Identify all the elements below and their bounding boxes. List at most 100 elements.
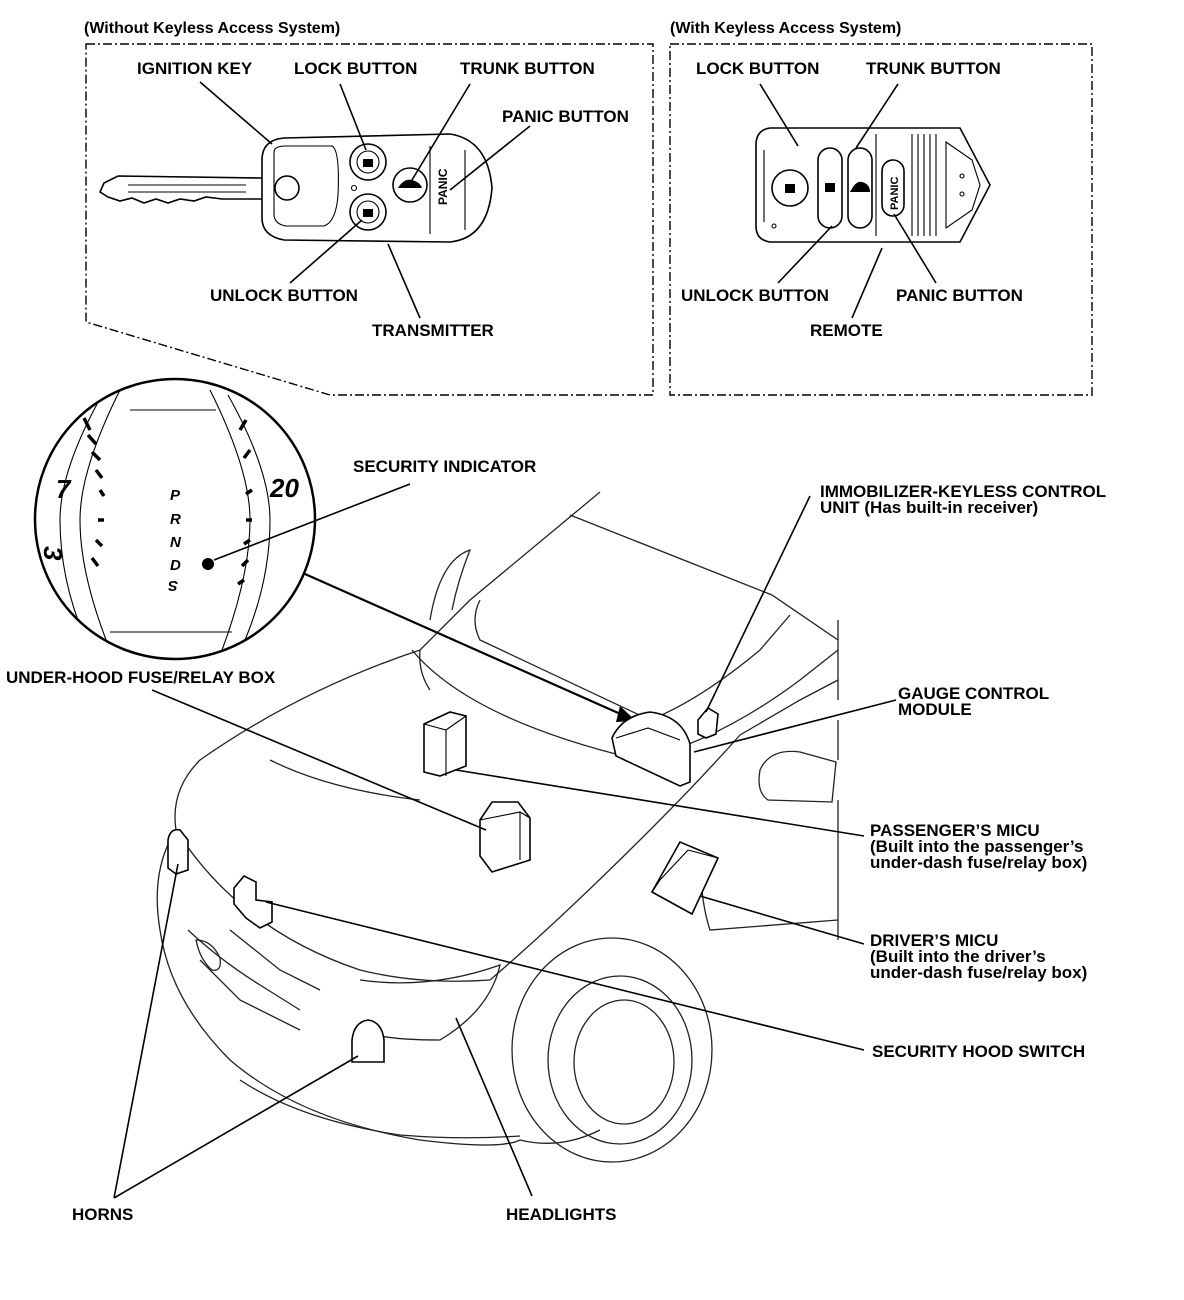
gauge-closeup: 7 3 20 P R N D S — [33, 377, 636, 722]
unlock-icon — [363, 209, 373, 217]
component-labels: SECURITY INDICATOR IMMOBILIZER-KEYLESS C… — [6, 457, 1106, 1224]
front-bumper — [156, 829, 521, 1146]
panel-without-keyless: (Without Keyless Access System) PANIC IG… — [84, 20, 654, 396]
component-boxes — [167, 706, 720, 1063]
label-remote-panic-button: PANIC BUTTON — [896, 286, 1023, 305]
leader-driver-micu — [699, 895, 865, 945]
label-fob-panic-button: PANIC BUTTON — [502, 107, 629, 126]
leader-remote-trunk — [855, 83, 899, 149]
left-dial-ticks — [82, 417, 106, 568]
remote-body — [755, 127, 991, 243]
gear-r: R — [170, 511, 181, 528]
leader-immobilizer — [705, 495, 811, 713]
beltline — [739, 679, 839, 736]
label-passenger-line1: PASSENGER’S MICU — [870, 821, 1040, 840]
remote-tip — [945, 140, 981, 230]
label-driver-line2: (Built into the driver’s — [870, 947, 1046, 966]
remote-tip-dot — [959, 173, 965, 179]
remote-led — [771, 223, 777, 229]
label-security-indicator: SECURITY INDICATOR — [353, 457, 536, 476]
leader-horn-left — [113, 863, 179, 1199]
label-ignition-key: IGNITION KEY — [137, 59, 253, 78]
leader-fob-lock — [339, 83, 367, 151]
remote-lock-button[interactable] — [771, 169, 809, 207]
remote-trunk-button[interactable] — [847, 147, 873, 229]
label-immobilizer-line1: IMMOBILIZER-KEYLESS CONTROL — [820, 482, 1106, 501]
gauge-control-module-body — [611, 711, 691, 787]
panel-without-border — [85, 43, 654, 396]
leader-gauge-control-module — [693, 699, 897, 753]
driver-micu-box-edge — [651, 849, 719, 893]
front-wheel-arch — [511, 937, 713, 1163]
led-indicator — [350, 184, 358, 192]
trunk-car-icon — [850, 181, 870, 192]
grille-upper — [187, 929, 301, 1011]
leader-ignition-key — [199, 81, 273, 145]
label-immobilizer-line2: UNIT (Has built-in receiver) — [820, 498, 1038, 517]
remote-panic-button[interactable] — [881, 159, 905, 217]
hood-crease — [269, 759, 421, 801]
gear-d: D — [170, 557, 181, 574]
label-remote: REMOTE — [810, 321, 883, 340]
under-hood-fuse-box — [479, 801, 531, 873]
windshield — [474, 599, 791, 721]
label-headlights: HEADLIGHTS — [506, 1205, 617, 1224]
leader-remote-unlock — [777, 225, 833, 284]
leader-remote-lock — [759, 83, 799, 147]
panel-with-header: (With Keyless Access System) — [670, 20, 901, 37]
label-gauge-line1: GAUGE CONTROL — [898, 684, 1049, 703]
fob-unlock-button[interactable] — [349, 193, 387, 231]
gear-p: P — [170, 487, 181, 504]
label-passenger-line2: (Built into the passenger’s — [870, 837, 1083, 856]
lower-lip — [239, 1079, 521, 1139]
unlock-icon — [825, 183, 835, 192]
rocker-front — [519, 1129, 601, 1144]
remote-body-lines — [763, 134, 877, 236]
label-fob-trunk-button: TRUNK BUTTON — [460, 59, 595, 78]
door-line — [699, 849, 839, 931]
immobilizer-unit — [697, 706, 719, 739]
right-dial-inner — [227, 394, 271, 659]
fob-trunk-button[interactable] — [392, 167, 428, 203]
label-fob-unlock-button: UNLOCK BUTTON — [210, 286, 358, 305]
label-under-hood: UNDER-HOOD FUSE/RELAY BOX — [6, 668, 276, 687]
trunk-car-icon — [398, 179, 422, 188]
label-driver-line3: under-dash fuse/relay box) — [870, 963, 1087, 982]
right-dial-ticks — [237, 419, 253, 586]
hood-right-edge — [489, 734, 741, 981]
transmitter-body — [261, 133, 493, 243]
horn-right — [351, 1019, 385, 1063]
fob-panic-text: PANIC — [436, 168, 450, 205]
label-fob-lock-button: LOCK BUTTON — [294, 59, 417, 78]
leader-fob-unlock — [289, 219, 363, 284]
key-blade — [98, 175, 263, 204]
leader-fob-panic — [449, 125, 531, 191]
label-gauge-line2: MODULE — [898, 700, 972, 719]
headlight-right — [359, 963, 501, 1041]
label-horns: HORNS — [72, 1205, 133, 1224]
left-mirror — [429, 548, 472, 621]
roof-edge — [569, 514, 839, 641]
arrow-to-gauge-control-module — [304, 572, 626, 718]
security-indicator-dot — [202, 558, 214, 570]
car-leader-lines — [113, 495, 897, 1199]
leader-remote — [851, 247, 883, 319]
panel-with-border — [669, 43, 1093, 396]
panel-with-keyless: (With Keyless Access System) PANIC LOCK … — [669, 20, 1093, 396]
hood-left-edge — [174, 649, 421, 831]
gear-s: S — [168, 577, 178, 594]
fob-unlock-button-inner — [356, 200, 380, 224]
label-remote-lock-button: LOCK BUTTON — [696, 59, 819, 78]
remote-grip-lines — [911, 134, 937, 236]
passenger-micu-box — [423, 711, 467, 777]
lock-icon — [785, 184, 795, 193]
a-pillar-left — [419, 491, 601, 691]
lock-icon — [363, 159, 373, 167]
label-driver-line1: DRIVER’S MICU — [870, 931, 998, 950]
fob-lock-button[interactable] — [349, 143, 387, 181]
key-head-plate — [273, 145, 339, 227]
key-blade-groove — [128, 184, 246, 193]
gauge-magnifier-circle — [33, 377, 317, 661]
remote-tip-dot — [959, 191, 965, 197]
left-dial-outer — [79, 389, 121, 651]
